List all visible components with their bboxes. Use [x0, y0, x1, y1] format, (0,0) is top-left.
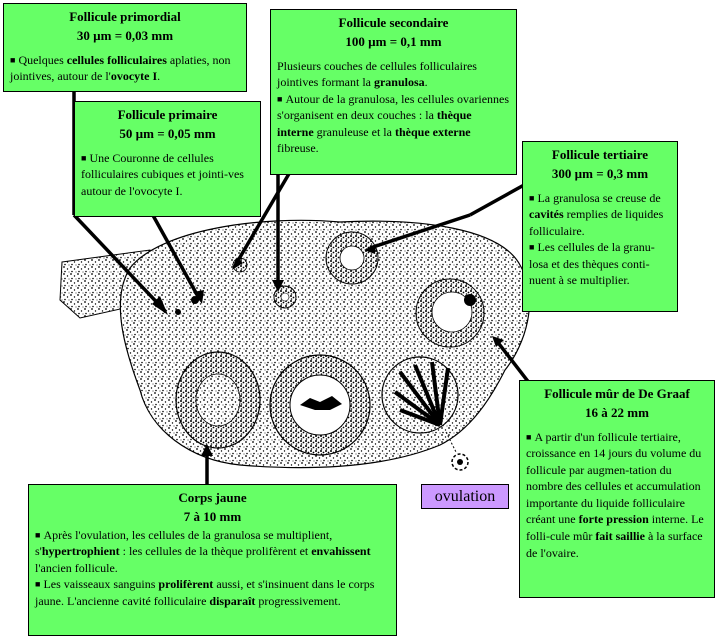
degraaf-size: 16 à 22 mm — [585, 404, 649, 420]
pointer-tertiaire — [469, 183, 525, 217]
text-run: remplies de liquides folliculaire. — [529, 207, 664, 238]
bold-term: forte pression — [578, 512, 649, 527]
tertiaire-text-1: ■La granulosa se creuse de cavités rempl… — [529, 190, 671, 240]
bold-term: granulosa — [373, 75, 425, 90]
text-run: aplaties, non jointives, autour de l' — [10, 52, 231, 84]
box-corps-jaune: Corps jaune 7 à 10 mm ■Après l'ovulation… — [28, 484, 397, 636]
corps-size: 7 à 10 mm — [183, 508, 242, 524]
bold-term: prolifèrent — [158, 577, 214, 592]
bullet-square-icon: ■ — [277, 93, 283, 104]
pointer-primaire — [148, 209, 202, 301]
text-run: Autour de la granulosa, les cellules ova… — [277, 91, 510, 123]
rupture-rays — [393, 361, 450, 427]
corps-title: Corps jaune — [178, 490, 247, 505]
bullet-square-icon: ■ — [526, 431, 532, 442]
text-run: fibreuse. — [277, 141, 319, 156]
text-run: La granulosa se creuse de — [537, 190, 661, 205]
text-run: Quelques — [18, 52, 67, 67]
tertiaire-desc-2: Les cellules de la granu-losa et des thè… — [529, 240, 655, 287]
bullet-square-icon: ■ — [529, 192, 535, 203]
bold-term: thèque interne — [277, 108, 472, 139]
bullet-square-icon: ■ — [81, 152, 87, 163]
text-run: progressivement. — [255, 593, 341, 608]
degraaf-title: Follicule mûr de De Graaf — [544, 386, 690, 401]
box-follicule-secondaire: Follicule secondaire 100 µm = 0,1 mm Plu… — [270, 9, 517, 175]
text-run: : les cellules de la thèque prolifèrent … — [119, 544, 312, 559]
corps-desc-1: Après l'ovulation, les cellules de la gr… — [35, 528, 371, 575]
bullet-square-icon: ■ — [35, 529, 41, 540]
primaire-title: Follicule primaire — [117, 107, 218, 122]
bold-term: disparaît — [209, 593, 256, 608]
text-run: . — [157, 69, 161, 84]
bold-term: ovocyte I — [110, 69, 158, 84]
secondaire-size: 100 µm = 0,1 mm — [345, 33, 442, 49]
primaire-size: 50 µm = 0,05 mm — [119, 125, 216, 141]
bullet-square-icon: ■ — [35, 579, 41, 590]
bold-term: envahissent — [311, 544, 371, 559]
box-follicule-tertiaire: Follicule tertiaire 300 µm = 0,3 mm ■La … — [522, 141, 678, 312]
tertiaire-desc-1: La granulosa se creuse de cavités rempli… — [529, 191, 663, 238]
text-run: aussi, et s'insinuent dans le corps jaun… — [35, 577, 375, 608]
degraaf-desc: A partir d'un follicule tertiaire, crois… — [526, 430, 704, 560]
text-run: A partir d'un follicule tertiaire, crois… — [526, 429, 702, 527]
tertiaire-text-2: ■Les cellules de la granu-losa et des th… — [529, 239, 671, 289]
text-run: interne. Le folli-cule mûr — [526, 512, 704, 543]
text-run: Une Couronne de cellules folliculaires c… — [81, 150, 244, 198]
primaire-text: ■Une Couronne de cellules folliculaires … — [81, 150, 254, 200]
bold-term: thèque externe — [394, 124, 471, 139]
secondaire-text: ■Autour de la granulosa, les cellules ov… — [277, 91, 510, 157]
bold-term: cavités — [529, 207, 564, 222]
secondaire-title: Follicule secondaire — [338, 15, 449, 30]
secondaire-intro: Plusieurs couches de cellules folliculai… — [277, 58, 510, 91]
tertiaire-title: Follicule tertiaire — [551, 147, 649, 162]
text-run: . — [424, 75, 428, 90]
ovulation-label: ovulation — [421, 484, 509, 509]
secondaire-desc: Autour de la granulosa, les cellules ova… — [277, 92, 509, 156]
text-run: l'ancien follicule. — [35, 560, 118, 575]
primordial-desc: Quelques cellules folliculaires aplaties… — [10, 53, 231, 84]
text-run: granuleuse et la — [313, 124, 395, 139]
text-run: Les cellules de la granu-losa et des thè… — [529, 240, 655, 288]
primordial-title: Follicule primordial — [69, 9, 181, 24]
primordial-text: ■Quelques cellules folliculaires aplatie… — [10, 52, 240, 85]
corps-text-1: ■Après l'ovulation, les cellules de la g… — [35, 527, 390, 577]
text-run: Les vaisseaux sanguins — [43, 577, 159, 592]
primaire-desc: Une Couronne de cellules folliculaires c… — [81, 151, 244, 198]
bullet-square-icon: ■ — [10, 54, 16, 65]
text-run: à la surface de l'ovaire. — [526, 528, 703, 560]
bold-term: hypertrophient — [41, 544, 120, 559]
degraaf-text: ■A partir d'un follicule tertiaire, croi… — [526, 429, 708, 561]
primordial-size: 30 µm = 0,03 mm — [76, 27, 174, 43]
bold-term: fait saillie — [595, 528, 645, 543]
bullet-square-icon: ■ — [529, 242, 535, 253]
corps-desc-2: Les vaisseaux sanguins prolifèrent aussi… — [35, 577, 374, 608]
text-run: Plusieurs couches de cellules folliculai… — [277, 58, 477, 90]
pointer-de-graaf — [494, 338, 532, 386]
text-run: Après l'ovulation, les cellules de la gr… — [35, 527, 333, 559]
box-follicule-primaire: Follicule primaire 50 µm = 0,05 mm ■Une … — [74, 101, 261, 217]
box-follicule-de-graaf: Follicule mûr de De Graaf 16 à 22 mm ■A … — [519, 380, 715, 598]
corps-text-2: ■Les vaisseaux sanguins prolifèrent auss… — [35, 576, 390, 609]
bold-term: cellules folliculaires — [66, 52, 167, 67]
tertiaire-size: 300 µm = 0,3 mm — [551, 165, 649, 181]
box-follicule-primordial: Follicule primordial 30 µm = 0,03 mm ■Qu… — [3, 3, 247, 92]
